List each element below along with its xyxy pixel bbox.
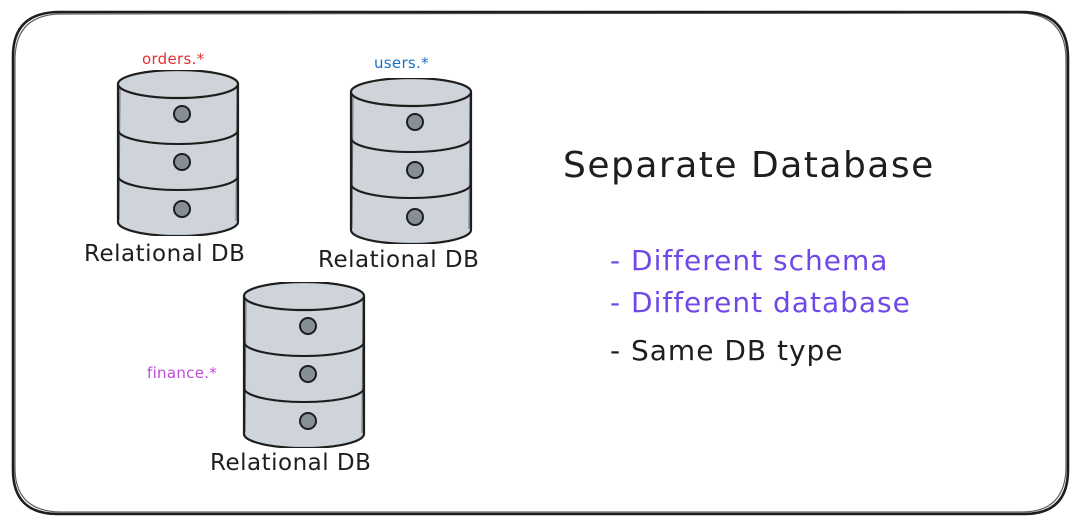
- database-cylinder-finance: [242, 282, 366, 448]
- db-label-finance: Relational DB: [210, 450, 372, 476]
- db-tag-orders: orders.*: [142, 50, 205, 68]
- cylinder-dot: [406, 113, 424, 131]
- cylinder-dot: [173, 153, 191, 171]
- cylinder-dot: [173, 200, 191, 218]
- db-tag-users: users.*: [374, 54, 429, 72]
- cylinder-dot: [299, 412, 317, 430]
- cylinder-separator: [350, 137, 472, 153]
- cylinder-separator: [117, 175, 239, 191]
- cylinder-separator: [243, 387, 365, 403]
- cylinder-dot: [406, 161, 424, 179]
- database-cylinder-users: [349, 78, 473, 244]
- cylinder-top: [242, 282, 366, 312]
- bullet-different-database: - Different database: [610, 286, 911, 319]
- cylinder-top: [349, 78, 473, 108]
- cylinder-separator: [243, 341, 365, 357]
- cylinder-dot: [299, 365, 317, 383]
- db-label-users: Relational DB: [318, 247, 480, 273]
- cylinder-dot: [299, 317, 317, 335]
- cylinder-top: [116, 70, 240, 100]
- diagram-title: Separate Database: [563, 145, 935, 186]
- cylinder-dot: [406, 208, 424, 226]
- database-cylinder-orders: [116, 70, 240, 236]
- db-label-orders: Relational DB: [84, 241, 246, 267]
- cylinder-dot: [173, 105, 191, 123]
- cylinder-separator: [350, 183, 472, 199]
- db-tag-finance: finance.*: [147, 364, 218, 382]
- bullet-same-db-type: - Same DB type: [610, 334, 844, 367]
- cylinder-separator: [117, 129, 239, 145]
- bullet-different-schema: - Different schema: [610, 244, 889, 277]
